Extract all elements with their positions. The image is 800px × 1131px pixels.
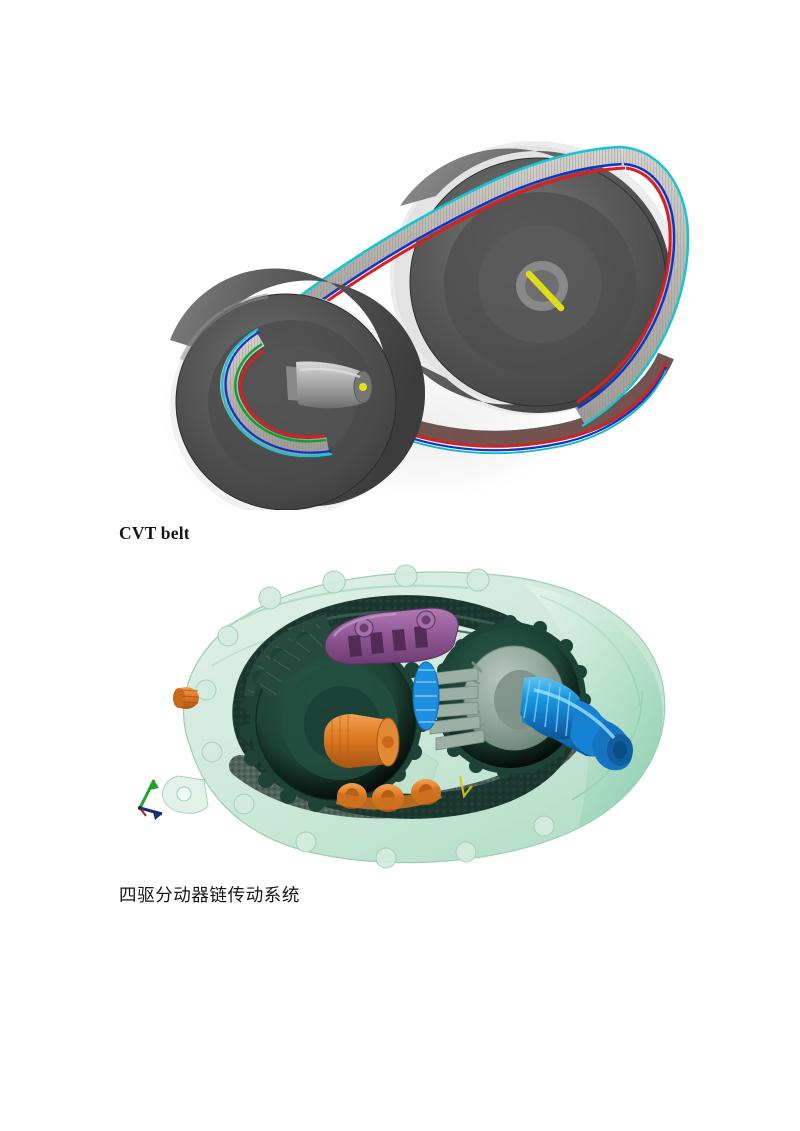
figure-transfer-case-chain [120,550,680,875]
axis-triad-icon [137,779,163,820]
figure-cvt-belt [110,110,690,510]
shaft-axis-dot-icon [359,383,367,391]
left-pulley-shaft [286,361,373,409]
cvt-belt-upper-span [253,145,626,352]
orange-bolts-bottom [336,779,442,812]
orange-hub [324,714,400,768]
cvt-belt-right-wrap [575,145,690,428]
blue-gear [412,661,440,731]
chain-guide [324,607,459,665]
axis-marker-icon [525,270,565,312]
figure-caption-transfer-case-chain: 四驱分动器链传动系统 [119,886,300,906]
orange-bolt-left [173,687,199,709]
yellow-marker-icon [458,775,473,799]
figure-caption-cvt-belt: CVT belt [119,523,190,543]
driven-sprocket [240,624,430,812]
hub-spline-bars [425,667,485,751]
cvt-belt-left-wrap [220,328,333,458]
output-shaft [520,676,633,771]
